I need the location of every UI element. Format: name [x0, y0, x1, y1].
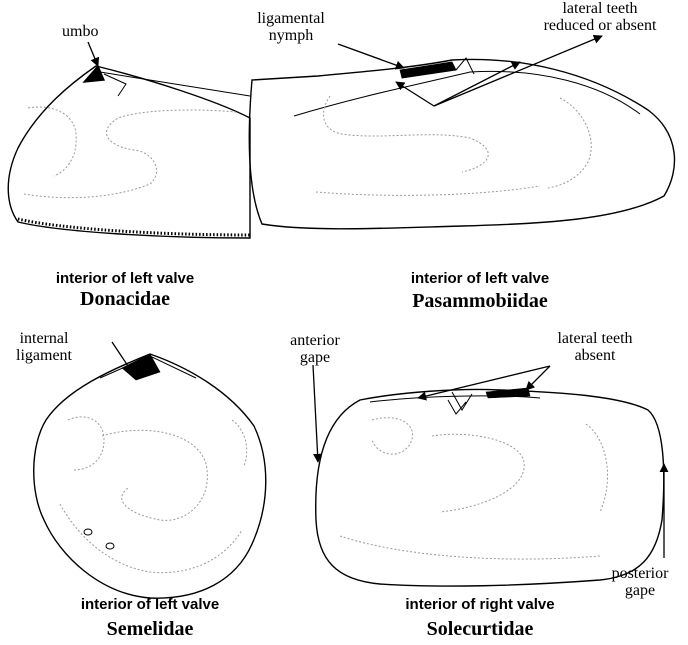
solecurtidae-caption: interior of right valve: [370, 596, 590, 613]
pasammobiidae-posterior-scar: [548, 98, 591, 188]
solecurtidae-hinge-teeth: [448, 392, 472, 414]
donacidae-hinge-detail: [104, 74, 126, 96]
donacidae-muscle-scar-anterior: [28, 107, 76, 176]
pasammobiidae-shell: [249, 58, 674, 229]
donacidae-hinge-margin: [100, 72, 250, 96]
ligamental-nymph-label-line2: nymph: [246, 27, 336, 44]
lateral-teeth-arrow-3: [434, 36, 602, 106]
donacidae-shell: [8, 66, 250, 238]
donacidae-pallial-sinus: [24, 110, 236, 198]
lateral-teeth-absent-label-line2: absent: [540, 347, 650, 364]
solecurtidae-outline: [316, 389, 664, 586]
semelidae-dot-2: [106, 543, 114, 549]
lateral-teeth-absent-arrow-1: [418, 366, 550, 398]
posterior-gape-label-line2: gape: [598, 582, 682, 599]
lateral-teeth-reduced-label-line1: lateral teeth: [530, 0, 670, 17]
semelidae-caption: interior of left valve: [50, 596, 250, 613]
donacidae-family-name: Donacidae: [0, 288, 250, 311]
posterior-gape-label-line1: posterior: [598, 565, 682, 582]
solecurtidae-pallial-line: [340, 536, 600, 559]
pasammobiidae-pallial-sinus: [324, 96, 489, 172]
donacidae-crenulations: [18, 219, 250, 235]
semelidae-shell: [34, 354, 266, 598]
ligamental-nymph-arrow: [338, 44, 404, 68]
solecurtidae-pallial-sinus: [432, 434, 524, 512]
donacidae-umbo-teeth: [84, 66, 104, 82]
solecurtidae-anterior-scar: [372, 418, 413, 454]
internal-ligament-label-line1: internal: [6, 330, 82, 347]
lateral-teeth-arrow-1: [396, 82, 434, 106]
solecurtidae-posterior-scar: [586, 424, 608, 512]
umbo-arrow: [88, 42, 98, 66]
pasammobiidae-outline: [249, 59, 674, 228]
semelidae-pallial-sinus: [102, 430, 207, 520]
semelidae-posterior-scar: [232, 420, 247, 466]
semelidae-anterior-scar: [68, 417, 104, 470]
semelidae-outline: [34, 354, 266, 598]
donacidae-caption: interior of left valve: [0, 270, 250, 287]
solecurtidae-family-name: Solecurtidae: [370, 618, 590, 641]
pasammobiidae-caption: interior of left valve: [360, 270, 600, 287]
anterior-gape-label-line2: gape: [280, 349, 350, 366]
semelidae-pallial-line: [60, 504, 242, 573]
lateral-teeth-reduced-label-line2: reduced or absent: [530, 17, 670, 34]
lateral-teeth-absent-label-line1: lateral teeth: [540, 330, 650, 347]
anterior-gape-arrow: [313, 365, 318, 462]
internal-ligament-arrow: [112, 342, 132, 372]
donacidae-outline: [8, 66, 250, 238]
semelidae-dot-1: [84, 529, 92, 535]
pasammobiidae-hinge-line-inner: [294, 71, 640, 116]
anterior-gape-label-line1: anterior: [280, 332, 350, 349]
solecurtidae-shell: [316, 388, 664, 586]
pasammobiidae-pallial-line: [316, 186, 540, 195]
ligamental-nymph-label-line1: ligamental: [246, 10, 336, 27]
internal-ligament-label-line2: ligament: [6, 347, 82, 364]
umbo-label: umbo: [62, 23, 98, 40]
semelidae-family-name: Semelidae: [50, 618, 250, 641]
pasammobiidae-family-name: Pasammobiidae: [360, 290, 600, 313]
lateral-teeth-absent-arrow-2: [526, 366, 550, 390]
